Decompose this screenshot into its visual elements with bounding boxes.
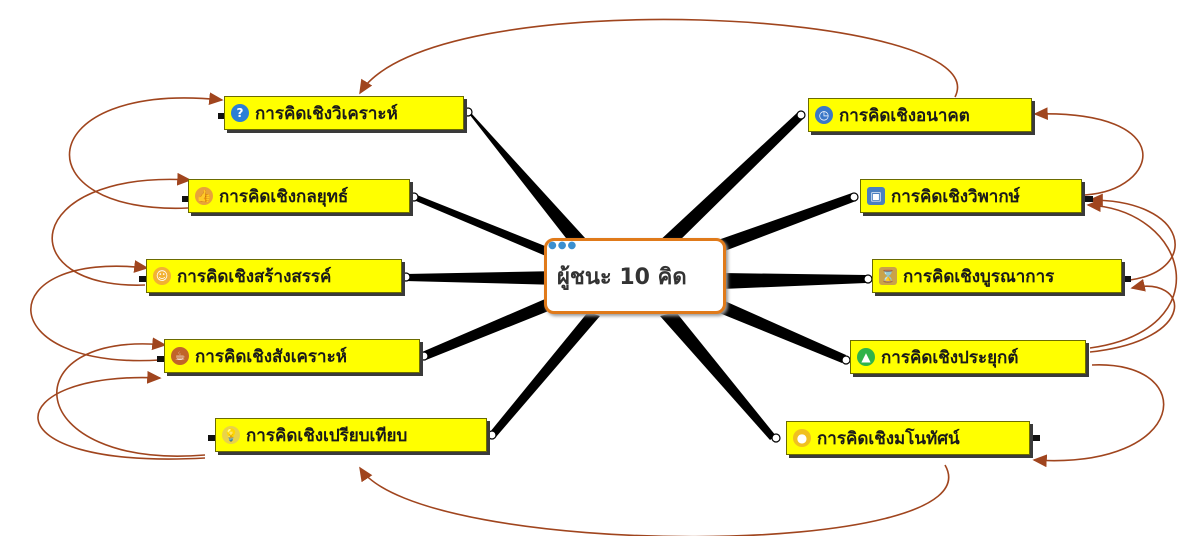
spoke-creative [405, 271, 560, 285]
arrow-synthesis-to-creative [30, 260, 161, 362]
topic-future-label: การคิดเชิงอนาคต [839, 105, 970, 126]
topic-creative-label: การคิดเชิงสร้างสรรค์ [177, 266, 332, 287]
topic-conceptual[interactable]: ● การคิดเชิงมโนทัศน์ [786, 421, 1030, 455]
spoke-conceptual [660, 312, 776, 440]
stub-analytic [218, 113, 226, 119]
spokes [405, 110, 866, 440]
spoke-future [656, 112, 804, 248]
clock-icon: ◷ [815, 106, 833, 124]
topic-critical[interactable]: ▣ การคิดเชิงวิพากษ์ [860, 179, 1082, 213]
joint-compare [487, 430, 497, 440]
topic-future[interactable]: ◷ การคิดเชิงอนาคต [808, 98, 1032, 132]
joint-creative [401, 272, 411, 282]
topic-strategic-label: การคิดเชิงกลยุทธ์ [219, 186, 349, 207]
spoke-synthesis [422, 296, 556, 360]
arrow-compare-to-synthesis-2 [37, 370, 206, 460]
topic-creative[interactable]: ☺ การคิดเชิงสร้างสรรค์ [146, 259, 402, 293]
joint-strategic [409, 192, 419, 202]
green-dome-icon: ▲ [857, 348, 875, 366]
topic-critical-label: การคิดเชิงวิพากษ์ [891, 186, 1020, 207]
topic-synthesis-label: การคิดเชิงสังเคราะห์ [195, 346, 347, 367]
topic-applied-label: การคิดเชิงประยุกต์ [881, 347, 1019, 368]
arrow-creative-to-strategic [51, 172, 192, 286]
arrow-applied-to-integrative [1089, 278, 1176, 353]
topic-integrative[interactable]: ⌛ การคิดเชิงบูรณาการ [872, 259, 1122, 293]
topic-analytic[interactable]: ? การคิดเชิงวิเคราะห์ [224, 96, 464, 130]
joint-applied [841, 355, 851, 365]
topic-strategic[interactable]: 👍 การคิดเชิงกลยุทธ์ [188, 179, 410, 213]
topic-synthesis[interactable]: ☕ การคิดเชิงสังเคราะห์ [164, 339, 420, 373]
joint-synthesis [419, 351, 429, 361]
stub-conceptual [1032, 435, 1040, 441]
arrow-strategic-to-analytic [68, 92, 224, 209]
central-topic[interactable]: ผู้ชนะ 10 คิด [544, 238, 726, 314]
stub-creative [139, 276, 147, 282]
spoke-applied [712, 298, 846, 363]
arrow-integrative-to-critical [1088, 193, 1176, 281]
arrow-applied-to-conceptual [1032, 364, 1165, 468]
arrow-applied-to-critical [1086, 199, 1178, 349]
joint-analytic [463, 107, 473, 117]
yellow-dome-icon: ● [793, 429, 811, 447]
lightbulb-icon: 💡 [222, 426, 240, 444]
question-icon: ? [231, 104, 249, 122]
topic-compare[interactable]: 💡 การคิดเชิงเปรียบเทียบ [215, 418, 487, 452]
topic-applied[interactable]: ▲ การคิดเชิงประยุกต์ [850, 340, 1086, 374]
topic-conceptual-label: การคิดเชิงมโนทัศน์ [817, 428, 960, 449]
thumbs-up-icon: 👍 [195, 187, 213, 205]
more-dots-icon[interactable]: ●●● [548, 240, 578, 251]
stub-critical [1085, 196, 1093, 202]
spoke-critical [718, 193, 856, 252]
topic-analytic-label: การคิดเชิงวิเคราะห์ [255, 103, 398, 124]
stub-synthesis [157, 356, 165, 362]
stub-integrative [1123, 276, 1131, 282]
arrow-compare-to-synthesis [56, 337, 206, 457]
stub-strategic [182, 196, 190, 202]
arrow-critical-to-future [1033, 107, 1144, 196]
joint-critical [849, 192, 859, 202]
smiley-icon: ☺ [153, 267, 171, 285]
joint-conceptual [771, 433, 781, 443]
spoke-analytic [466, 110, 596, 256]
joint-integrative [863, 274, 873, 284]
spoke-compare [490, 312, 600, 437]
computer-icon: ▣ [867, 187, 885, 205]
arrow-future-to-analytic [359, 18, 959, 98]
spoke-integrative [722, 273, 866, 289]
coffee-icon: ☕ [171, 347, 189, 365]
hourglass-icon: ⌛ [879, 267, 897, 285]
central-topic-label: ผู้ชนะ 10 คิด [557, 264, 687, 290]
topic-integrative-label: การคิดเชิงบูรณาการ [903, 266, 1055, 287]
joint-future [796, 110, 806, 120]
stub-compare [208, 435, 216, 441]
arrow-compare-to-conceptual [359, 464, 950, 536]
spoke-strategic [412, 193, 560, 262]
topic-compare-label: การคิดเชิงเปรียบเทียบ [246, 425, 408, 446]
